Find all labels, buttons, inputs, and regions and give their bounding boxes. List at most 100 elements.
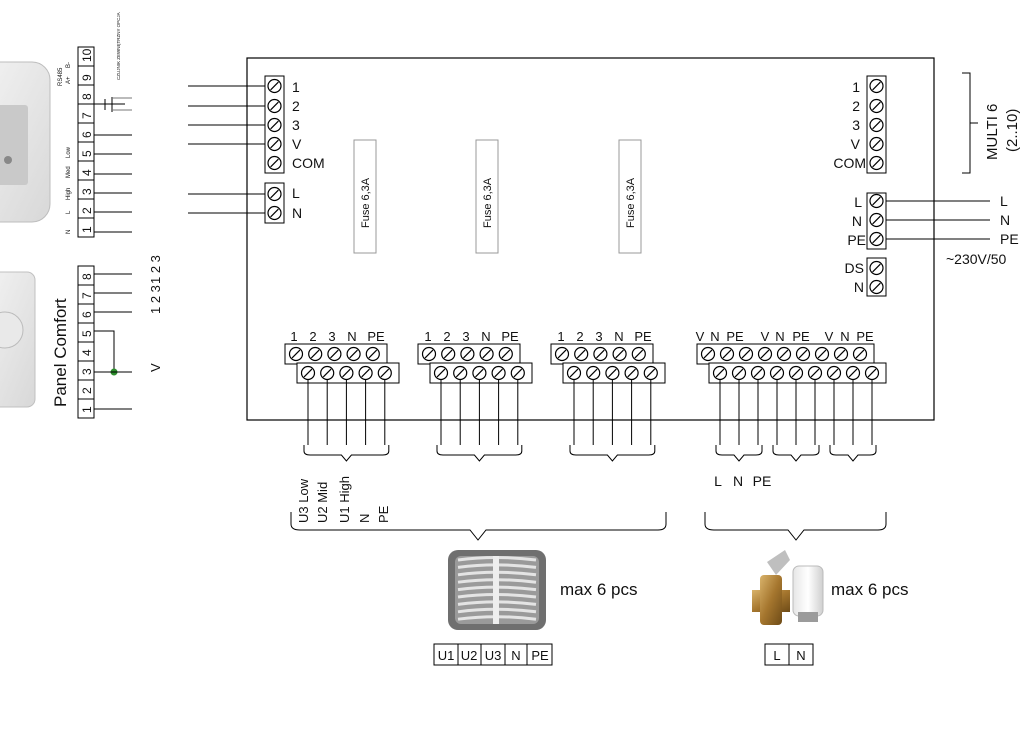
multi-label: MULTI 6: [984, 104, 1001, 160]
fan3-label-3: 3: [595, 329, 602, 344]
screw-terminal: [869, 78, 884, 94]
screw-terminal: [605, 365, 620, 381]
screw-terminal: [869, 193, 884, 209]
screw-terminal: [460, 346, 475, 362]
screw-terminal: [453, 365, 468, 381]
controller-terminal-number: 5: [80, 150, 94, 157]
panel-right-label-1: 1 2 3: [148, 255, 163, 284]
screw-terminal: [869, 155, 884, 171]
screw-terminal: [833, 346, 849, 362]
sensor-label: CZUJNIK ZEWNĘTRZNY OPCJA: [116, 12, 121, 80]
valve-image: [752, 550, 824, 625]
fan-group-brace: [290, 512, 667, 541]
screw-terminal: [814, 346, 830, 362]
fan-term-u3: U3: [485, 648, 502, 663]
fan2-label-n: N: [481, 329, 490, 344]
screw-terminal: [267, 78, 282, 94]
valve3-label-pe: PE: [856, 329, 874, 344]
screw-terminal: [864, 365, 880, 381]
supply-voltage-label: ~230V/50: [946, 251, 1007, 267]
fan3-label-n: N: [614, 329, 623, 344]
screw-terminal: [327, 346, 342, 362]
controller-terminal-number: 4: [80, 169, 94, 176]
screw-terminal: [339, 365, 354, 381]
panel-terminal-number: 8: [80, 273, 94, 280]
screw-terminal: [472, 365, 487, 381]
screw-terminal: [624, 365, 639, 381]
multi-terminal-3: 3: [852, 117, 860, 133]
fan-term-n: N: [511, 648, 520, 663]
screw-terminal: [869, 212, 884, 228]
controller-device-image: [0, 61, 51, 223]
panel-terminal-number: 5: [80, 330, 94, 337]
screw-terminal: [731, 365, 747, 381]
controller-terminal-number: 6: [80, 131, 94, 138]
screw-terminal: [441, 346, 456, 362]
screw-terminal: [700, 346, 716, 362]
screw-terminal: [612, 346, 627, 362]
screw-terminal: [738, 346, 754, 362]
fan3-label-2: 2: [576, 329, 583, 344]
supply-terminal-pe: PE: [847, 232, 866, 248]
screw-terminal: [593, 346, 608, 362]
fan1-label-2: 2: [309, 329, 316, 344]
heater-image: [448, 550, 546, 630]
fan1-label-pe: PE: [367, 329, 385, 344]
valve-term-l: L: [773, 648, 780, 663]
screw-terminal: [852, 346, 868, 362]
supply-pe-label: PE: [1000, 231, 1019, 247]
screw-terminal: [845, 365, 861, 381]
input-terminal-3: 3: [292, 117, 300, 133]
screw-terminal: [869, 279, 884, 295]
power-terminal-l: L: [292, 185, 300, 201]
input-terminal-v: V: [292, 136, 302, 152]
panel-right-label-2: 1 2 3: [148, 285, 163, 314]
valve-wire-labels: L N PE: [714, 473, 771, 489]
screw-terminal: [554, 346, 570, 362]
valve3-label-v: V: [825, 329, 834, 344]
screw-terminal: [869, 260, 884, 276]
screw-terminal: [300, 365, 316, 381]
fuse-1-label: Fuse 6,3A: [360, 177, 372, 228]
screw-terminal: [267, 98, 282, 114]
panel-right-label-v: V: [148, 363, 163, 372]
screw-terminal: [491, 365, 506, 381]
screw-terminal: [826, 365, 842, 381]
supply-wires: [886, 200, 990, 240]
supply-l-label: L: [1000, 193, 1008, 209]
valve2-label-n: N: [775, 329, 784, 344]
bus-pin-a: A+: [66, 76, 72, 84]
power-n-label: N: [66, 230, 72, 234]
valve1-label-pe: PE: [726, 329, 744, 344]
speed-high-label: High: [66, 188, 72, 200]
multi-range: (2..10): [1004, 109, 1021, 152]
screw-terminal: [267, 117, 282, 133]
controller-terminal-number: 9: [80, 74, 94, 81]
screw-terminal: [643, 365, 658, 381]
supply-n-label: N: [1000, 212, 1010, 228]
panel-terminal-number: 6: [80, 311, 94, 318]
output-terminal-blocks: [284, 343, 887, 462]
supply-terminal-l: L: [854, 194, 862, 210]
valve2-label-pe: PE: [792, 329, 810, 344]
screw-terminal: [769, 365, 785, 381]
fan-term-pe: PE: [531, 648, 549, 663]
input-terminal-2: 2: [292, 98, 300, 114]
screw-terminal: [566, 365, 582, 381]
speed-low-label: Low: [66, 146, 72, 158]
valve1-label-n: N: [710, 329, 719, 344]
wire-label-u1: U1 High: [337, 476, 352, 523]
valve-quantity-label: max 6 pcs: [831, 580, 908, 599]
screw-terminal: [377, 365, 392, 381]
controller-terminal-number: 2: [80, 207, 94, 214]
screw-terminal: [267, 186, 282, 202]
controller-terminal-number: 7: [80, 112, 94, 119]
valve-group-brace: [704, 512, 887, 541]
screw-terminal: [869, 231, 884, 247]
fuse-block: Fuse 6,3A Fuse 6,3A Fuse 6,3A: [353, 139, 642, 254]
panel-terminal-number: 2: [80, 387, 94, 394]
screw-terminal: [586, 365, 601, 381]
screw-terminal: [358, 365, 373, 381]
